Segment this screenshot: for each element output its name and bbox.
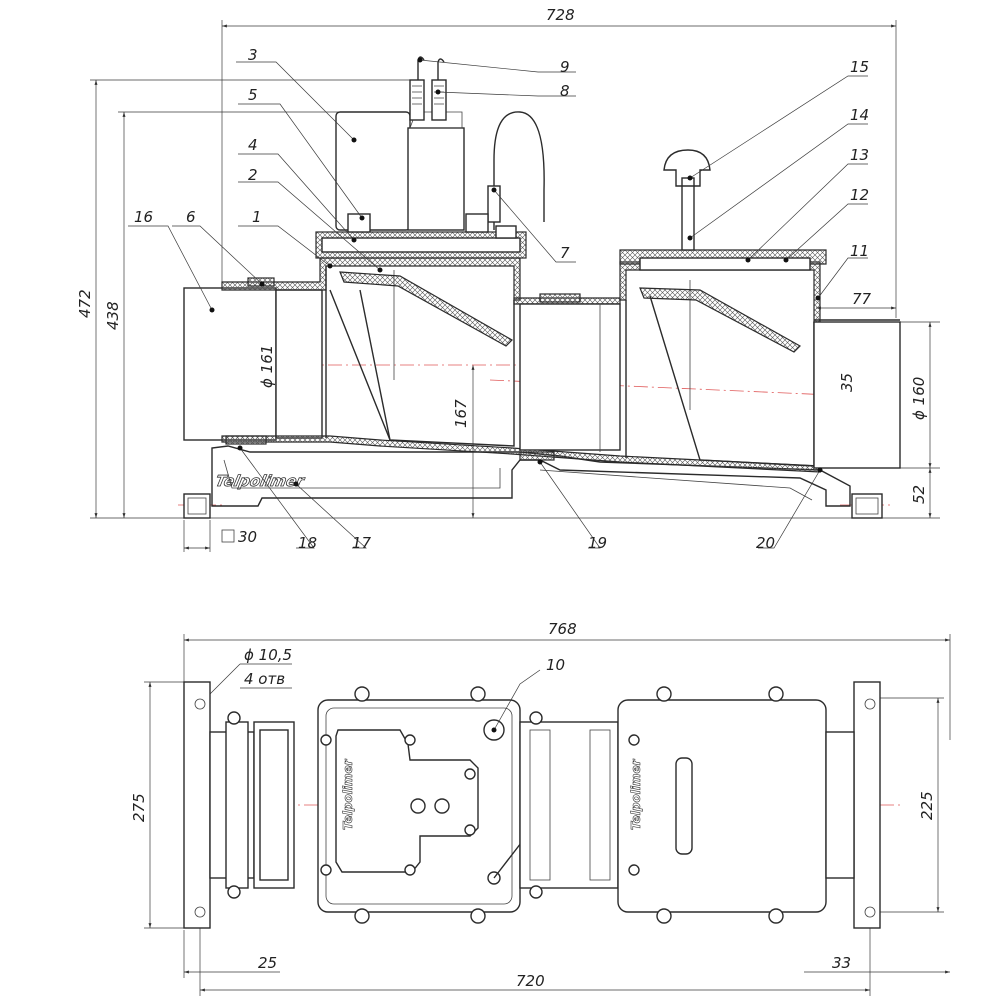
inlet-sleeve	[275, 289, 323, 439]
top-gland-1	[410, 798, 426, 814]
outlet-pipe	[813, 321, 901, 469]
top-control-box	[335, 729, 479, 873]
callout-16: 16	[134, 208, 153, 226]
callout-18: 18	[298, 534, 317, 552]
sensor-cable	[493, 111, 545, 230]
top-outlet-pipe	[825, 731, 855, 879]
right-hole-top	[864, 698, 876, 710]
callout-14: 14	[850, 106, 869, 124]
dim-438: 438	[104, 301, 122, 330]
top-handle	[675, 757, 693, 855]
callout-3: 3	[248, 46, 258, 64]
middle-sleeve	[519, 303, 621, 451]
callout-12: 12	[850, 186, 869, 204]
left-flange	[183, 681, 211, 929]
top-dimension-lines	[144, 634, 951, 996]
dim-275: 275	[130, 793, 148, 822]
cable-gland-left	[409, 79, 425, 121]
dim-25: 25	[258, 954, 277, 972]
top-inlet-coupling	[225, 721, 249, 889]
dim-33: 33	[832, 954, 851, 972]
dim-hole-count: 4 отв	[244, 670, 285, 688]
dim-hole-diameter: ϕ 10,5	[244, 646, 292, 664]
inlet-pipe	[183, 287, 277, 441]
dim-728: 728	[546, 6, 575, 24]
dim-167: 167	[452, 399, 470, 428]
callout-17: 17	[352, 534, 372, 552]
top-gland-2	[434, 798, 450, 814]
callout-7: 7	[560, 244, 570, 262]
cable-gland-right	[431, 79, 447, 121]
dim-720: 720	[516, 972, 545, 990]
manual-handle-grip	[663, 149, 711, 187]
right-flange	[853, 681, 881, 929]
callout-8: 8	[560, 82, 570, 100]
dim-35: 35	[838, 373, 856, 392]
first-flap	[339, 271, 513, 347]
top-middle-coupling	[519, 721, 619, 889]
callout-11: 11	[850, 242, 869, 260]
top-chamber-2	[617, 699, 827, 913]
top-dimension-labels: 768 720 275 225 25 33 ϕ 10,5 4 отв	[130, 620, 936, 990]
callout-13: 13	[850, 146, 869, 164]
side-dimension-labels: 728 472 438 ϕ 161 167 35 77 ϕ 160 52 30	[76, 6, 928, 546]
dim-d161: ϕ 161	[258, 345, 276, 388]
top-brand-logo-2: Telpolimer	[629, 758, 643, 830]
side-dimension-lines	[90, 20, 940, 552]
left-hole-top	[194, 698, 206, 710]
side-view: Telpolimer	[76, 6, 940, 552]
first-chamber-body	[325, 266, 515, 447]
dim-225: 225	[918, 791, 936, 820]
top-view: Telpolimer Telpolimer	[130, 620, 951, 996]
second-chamber-body	[625, 295, 815, 467]
side-callout-leaders	[128, 57, 868, 549]
second-flap	[639, 287, 801, 353]
callout-5: 5	[248, 86, 258, 104]
side-brand-logo: Telpolimer	[214, 472, 307, 490]
motor-housing	[335, 111, 411, 231]
dim-52: 52	[910, 485, 928, 504]
dim-30: 30	[238, 528, 257, 546]
dim-d160: ϕ 160	[910, 377, 928, 420]
left-hole-bottom	[194, 906, 206, 918]
callout-9: 9	[560, 58, 570, 76]
callout-6: 6	[186, 208, 196, 226]
callout-19: 19	[588, 534, 607, 552]
callout-2: 2	[248, 166, 258, 184]
dim-77: 77	[852, 290, 872, 308]
callout-10: 10	[546, 656, 565, 674]
top-bolts	[227, 686, 784, 924]
right-hole-bottom	[864, 906, 876, 918]
side-callout-labels: 3 5 4 2 1 6 16 9 8 7 15 14 13 12 11 18 1…	[134, 46, 869, 552]
callout-20: 20	[756, 534, 775, 552]
control-box	[407, 127, 465, 231]
callout-15: 15	[850, 58, 869, 76]
square-symbol	[221, 529, 235, 543]
callout-1: 1	[252, 208, 262, 226]
callout-4: 4	[248, 136, 258, 154]
dim-768: 768	[548, 620, 577, 638]
callout-10-leader	[493, 669, 541, 731]
dim-472: 472	[76, 289, 94, 318]
top-brand-logo-1: Telpolimer	[341, 758, 355, 830]
